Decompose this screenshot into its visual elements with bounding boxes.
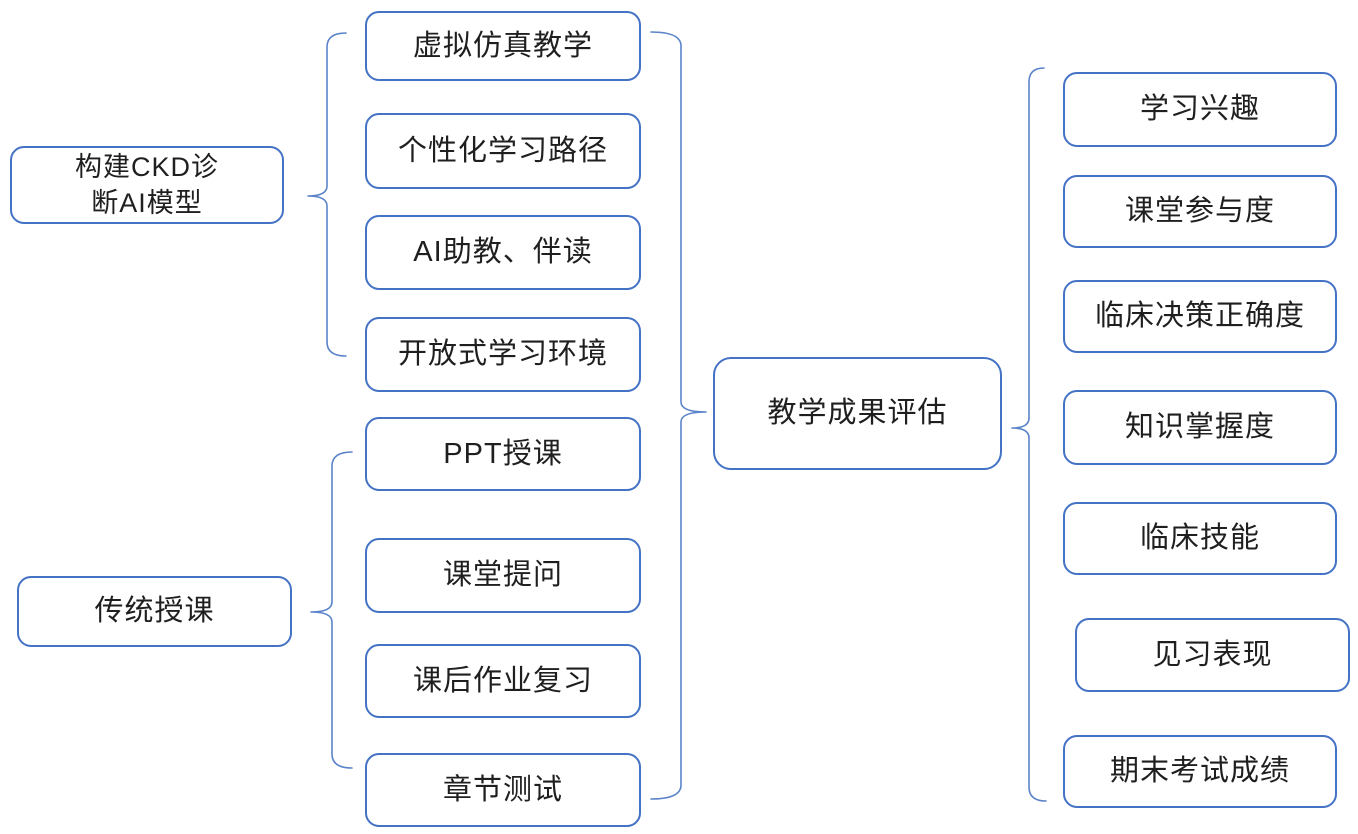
bracket-evaluation-input-brace	[650, 31, 707, 800]
node-internship-performance: 见习表现	[1075, 618, 1350, 692]
node-teaching-outcome-evaluation: 教学成果评估	[713, 357, 1002, 470]
node-ppt-lecture: PPT授课	[365, 417, 641, 491]
node-clinical-skills: 临床技能	[1063, 502, 1337, 575]
node-chapter-test: 章节测试	[365, 753, 641, 827]
node-ai-assistant-companion: AI助教、伴读	[365, 215, 641, 290]
bracket-evaluation-output-brace	[1011, 67, 1047, 802]
node-personalized-learning-path: 个性化学习路径	[365, 113, 641, 189]
node-class-participation: 课堂参与度	[1063, 175, 1337, 248]
node-virtual-simulation-teaching: 虚拟仿真教学	[365, 11, 641, 81]
node-learning-interest: 学习兴趣	[1063, 72, 1337, 147]
node-classroom-questioning: 课堂提问	[365, 538, 641, 613]
node-knowledge-mastery: 知识掌握度	[1063, 390, 1337, 465]
bracket-ai-group-brace	[307, 32, 347, 357]
bracket-traditional-group-brace	[310, 451, 353, 769]
node-open-learning-environment: 开放式学习环境	[365, 317, 641, 392]
node-clinical-decision-accuracy: 临床决策正确度	[1063, 280, 1337, 353]
node-homework-review: 课后作业复习	[365, 644, 641, 718]
node-final-exam-score: 期末考试成绩	[1063, 735, 1337, 808]
node-traditional-teaching: 传统授课	[17, 576, 292, 647]
node-build-ckd-ai-model: 构建CKD诊 断AI模型	[10, 146, 284, 224]
